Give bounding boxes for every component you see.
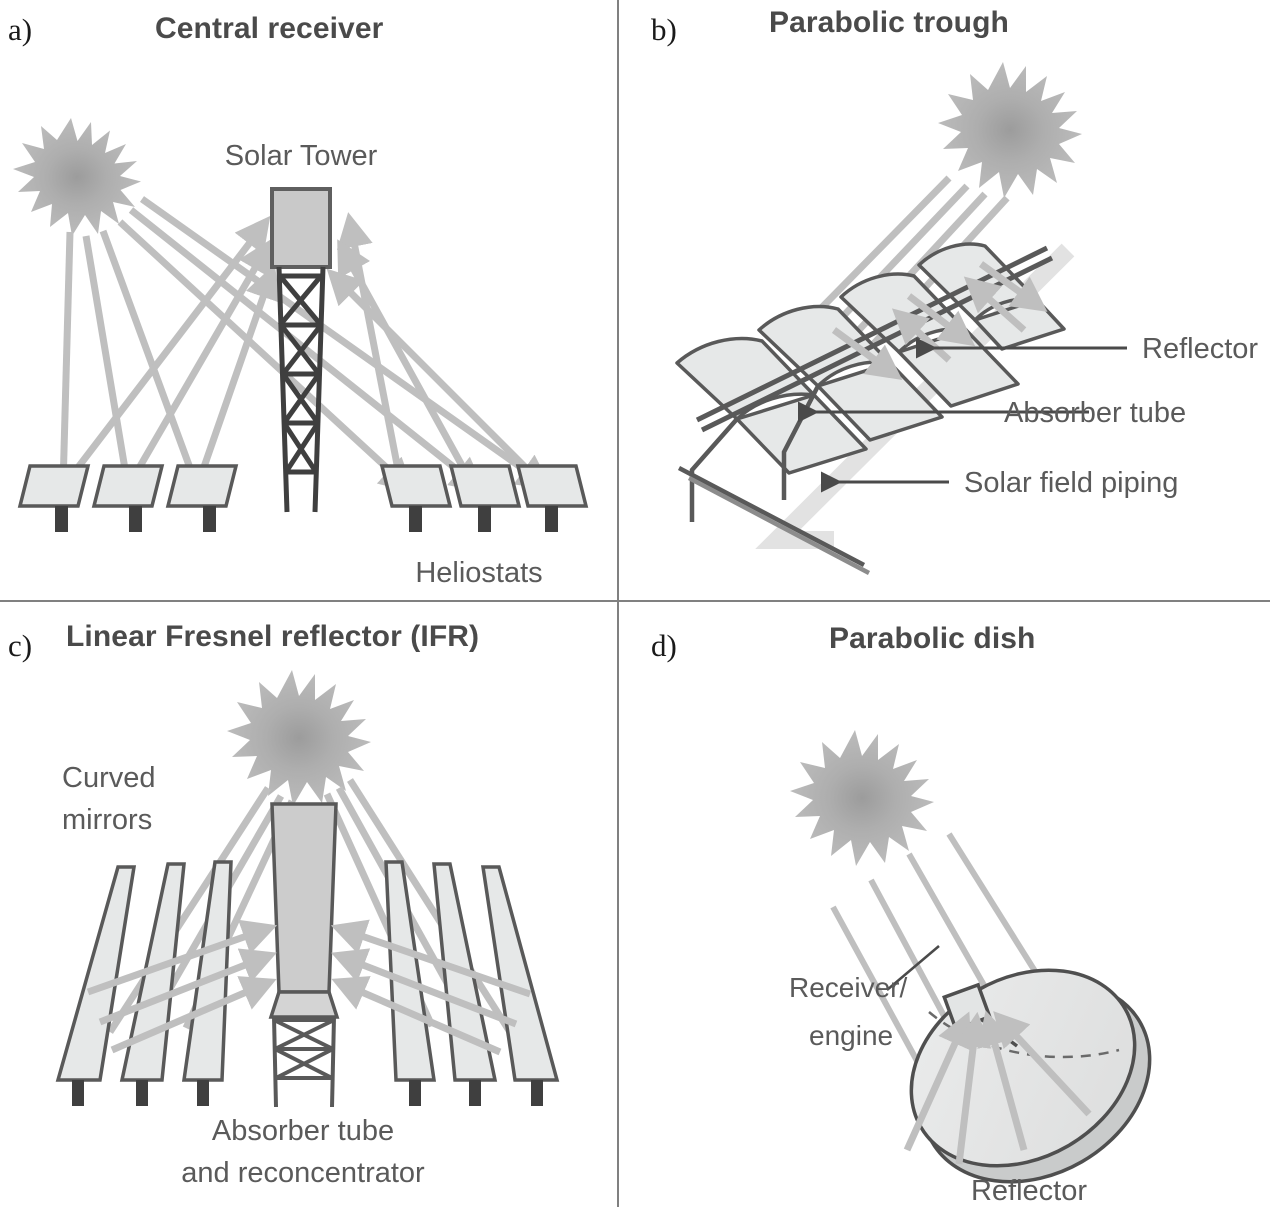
panel-letter-a: a) — [8, 12, 33, 47]
fresnel-mirror-icon — [55, 865, 137, 1106]
label-absorber-line2: and reconcentrator — [181, 1157, 425, 1189]
label-reflector-dish: Reflector — [971, 1175, 1087, 1207]
panel-letter-c: c) — [8, 628, 33, 663]
receiver-slash-leader — [886, 945, 940, 991]
panel-central-receiver: a) Central receiver — [0, 0, 617, 600]
label-absorber-line1: Absorber tube — [212, 1115, 394, 1147]
panel-parabolic-dish: d) Parabolic dish — [619, 602, 1270, 1207]
label-absorber-tube: Absorber tube — [1004, 397, 1186, 429]
panel-parabolic-trough: b) Parabolic trough — [619, 0, 1270, 600]
reflected-ray-group — [60, 212, 539, 490]
label-reflector: Reflector — [1142, 333, 1258, 365]
label-curved-mirrors-line2: mirrors — [62, 804, 152, 836]
panel-letter-d: d) — [651, 628, 677, 663]
panel-title-linear-fresnel: Linear Fresnel reflector (IFR) — [66, 620, 480, 653]
heliostat-icon — [91, 464, 165, 532]
heliostat-group-left — [17, 464, 239, 532]
parabolic-dish-diagram: Receiver/ engine Reflector — [789, 730, 1152, 1207]
label-solar-field-piping: Solar field piping — [964, 467, 1178, 499]
panel-letter-b: b) — [651, 12, 677, 47]
incoming-ray-group — [45, 196, 553, 508]
label-heliostats: Heliostats — [415, 557, 542, 589]
sun-icon — [938, 62, 1082, 198]
heliostat-icon — [515, 464, 589, 532]
heliostat-icon — [165, 464, 239, 532]
sun-icon — [13, 118, 141, 236]
absorber-tower-icon — [268, 802, 340, 1108]
label-receiver-line1: Receiver/ — [789, 972, 907, 1003]
panel-linear-fresnel-reflector: c) Linear Fresnel reflector (IFR) — [0, 602, 617, 1207]
heliostat-icon — [448, 464, 522, 532]
fresnel-mirror-icon — [181, 860, 233, 1106]
fresnel-mirror-icon — [480, 865, 560, 1106]
sun-icon — [790, 730, 934, 866]
panel-divider-horizontal — [0, 600, 1270, 602]
heliostat-group-right — [379, 464, 589, 532]
central-receiver-diagram: Solar Tower Heliostats — [13, 118, 589, 589]
heliostat-icon — [379, 464, 453, 532]
fresnel-mirror-group-left — [55, 860, 233, 1106]
fresnel-mirror-icon — [432, 862, 498, 1106]
parabolic-trough-diagram: Reflector Absorber tube Solar field pipi… — [675, 62, 1258, 575]
leader-line-group — [798, 337, 1127, 493]
panel-title-central-receiver: Central receiver — [155, 12, 384, 45]
label-receiver-line2: engine — [809, 1020, 893, 1051]
label-curved-mirrors-line1: Curved — [62, 762, 156, 794]
reflected-ray-group — [903, 1010, 1092, 1165]
reflected-ray-group — [86, 919, 532, 1056]
panel-divider-vertical — [617, 0, 619, 1207]
label-solar-tower: Solar Tower — [225, 140, 378, 172]
heliostat-icon — [17, 464, 91, 532]
solar-tower-icon — [270, 187, 332, 513]
panel-title-parabolic-trough: Parabolic trough — [769, 6, 1009, 39]
panel-title-parabolic-dish: Parabolic dish — [829, 622, 1036, 655]
linear-fresnel-diagram: Curved mirrors Absorber tube and reconce… — [55, 670, 560, 1189]
sun-icon — [227, 670, 371, 806]
